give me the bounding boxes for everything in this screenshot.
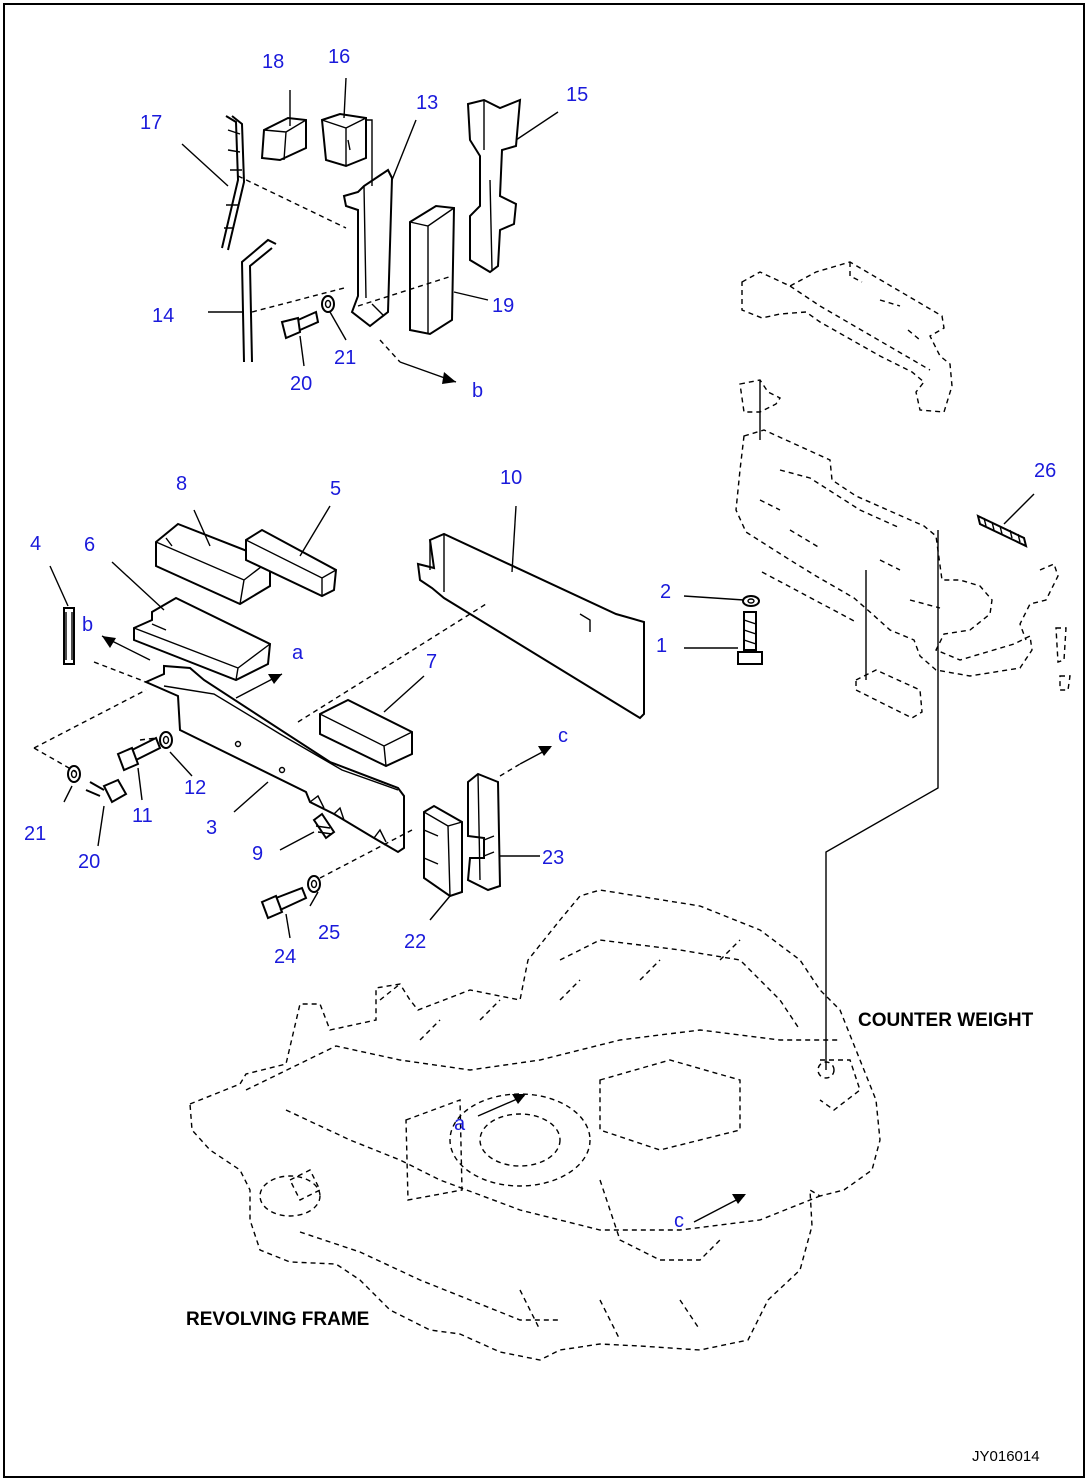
counter-weight-label: COUNTER WEIGHT <box>858 1010 1034 1031</box>
callout-9: 9 <box>252 843 263 865</box>
callout-21-top: 21 <box>334 347 356 369</box>
callout-13: 13 <box>416 92 438 114</box>
callout-12: 12 <box>184 777 206 799</box>
counter-weight-assembly <box>735 261 1071 1070</box>
part-21-washer-top <box>321 295 335 313</box>
part-3-cover-plate <box>143 664 405 854</box>
arrow-label-c-mid: c <box>558 725 568 747</box>
part-26-grommet <box>976 514 1028 548</box>
callout-5: 5 <box>330 478 341 500</box>
part-8-cushion <box>155 522 271 606</box>
callout-7: 7 <box>426 651 437 673</box>
part-13-bracket <box>342 119 394 328</box>
arrow-label-b-top: b <box>472 380 483 402</box>
callout-22: 22 <box>404 931 426 953</box>
part-21-washer-mid <box>67 765 81 783</box>
callout-23: 23 <box>542 847 564 869</box>
part-18-block <box>260 116 307 162</box>
drawing-code: JY016014 <box>972 1448 1040 1465</box>
part-10-panel <box>416 532 645 720</box>
part-11-bolt <box>116 736 162 772</box>
callout-2: 2 <box>660 581 671 603</box>
revolving-frame-assembly <box>189 889 881 1361</box>
callout-21-mid: 21 <box>24 823 46 845</box>
callout-16: 16 <box>328 46 350 68</box>
part-14-seal-strip <box>240 238 277 363</box>
part-5-cushion <box>245 528 338 598</box>
part-25-washer <box>307 875 321 893</box>
callout-6: 6 <box>84 534 95 556</box>
revolving-frame-label: REVOLVING FRAME <box>186 1309 369 1330</box>
part-1-bolt <box>737 611 763 665</box>
callout-15: 15 <box>566 84 588 106</box>
callout-24: 24 <box>274 946 296 968</box>
callout-20-top: 20 <box>290 373 312 395</box>
callout-18: 18 <box>262 51 284 73</box>
part-24-bolt <box>260 886 308 920</box>
arrow-label-a-bottom: a <box>454 1113 466 1135</box>
callout-4: 4 <box>30 533 41 555</box>
callout-10: 10 <box>500 467 522 489</box>
part-2-washer <box>742 595 760 607</box>
part-23-stopper <box>466 772 502 892</box>
part-4-seal <box>63 607 75 665</box>
callout-26: 26 <box>1034 460 1056 482</box>
callout-20-mid: 20 <box>78 851 100 873</box>
part-12-washer <box>159 731 173 749</box>
part-9-clip <box>312 812 336 840</box>
part-20-bolt-top <box>280 310 320 340</box>
callout-17: 17 <box>140 112 162 134</box>
part-17-seal-strip <box>221 115 246 251</box>
callout-14: 14 <box>152 305 174 327</box>
part-7-cushion <box>319 698 413 768</box>
arrow-label-c-bottom: c <box>674 1210 684 1232</box>
part-20-bolt-mid <box>85 778 128 804</box>
callout-1: 1 <box>656 635 667 657</box>
part-19-cushion <box>409 204 456 336</box>
arrow-label-a-mid: a <box>292 642 304 664</box>
arrow-label-b-mid: b <box>82 614 93 636</box>
part-16-block <box>320 112 367 168</box>
callout-11: 11 <box>132 805 153 827</box>
part-6-cushion <box>133 596 272 682</box>
part-22-shim <box>423 804 463 898</box>
sheet-border <box>3 3 1085 1478</box>
callout-19: 19 <box>492 295 514 317</box>
callout-25: 25 <box>318 922 340 944</box>
callout-8: 8 <box>176 473 187 495</box>
callout-3: 3 <box>206 817 217 839</box>
part-15-plate <box>466 98 522 274</box>
